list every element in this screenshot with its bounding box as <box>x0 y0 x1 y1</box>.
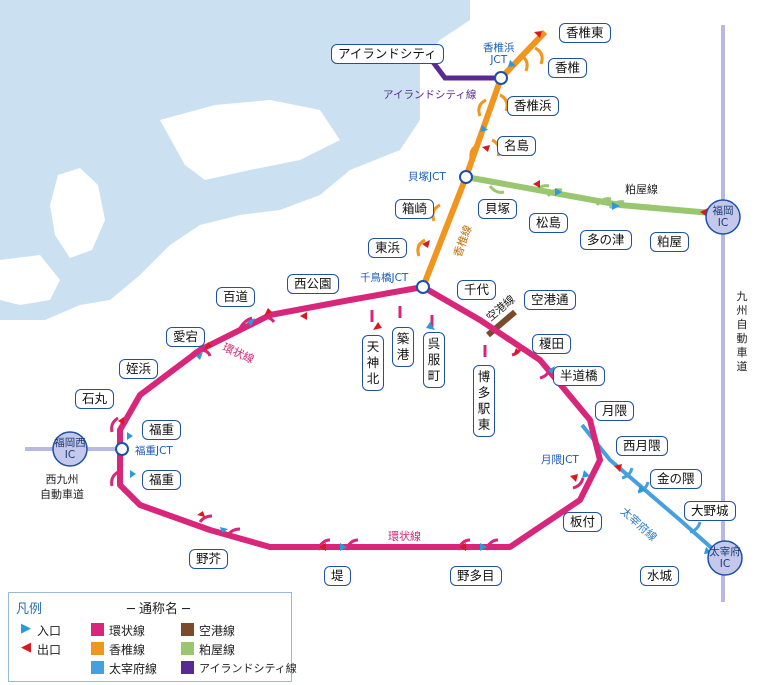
legend-swatch-island <box>181 661 194 674</box>
legend-swatch-kashii <box>91 642 104 655</box>
kyushu-expressway-label: 九州自動車道 <box>736 290 748 373</box>
ic-kashii-higashi[interactable]: 香椎東 <box>559 23 611 43</box>
fukuoka-ic: 福岡 IC <box>707 205 739 229</box>
legend-label-island: アイランドシティ線 <box>199 662 297 675</box>
ic-enokida[interactable]: 榎田 <box>532 334 572 354</box>
ic-nodes <box>52 199 743 576</box>
legend-swatch-dazaifu <box>91 661 104 674</box>
legend-label-loop: 環状線 <box>109 624 146 638</box>
ramp-stubs <box>110 306 585 551</box>
legend-swatch-loop <box>91 623 104 636</box>
legend-title: 凡例 <box>16 602 43 617</box>
dazaifu-ic: 太宰府 IC <box>707 546 743 570</box>
ic-kashiihama[interactable]: 香椎浜 <box>507 96 559 116</box>
ic-atago[interactable]: 愛宕 <box>166 327 206 347</box>
ic-kashii[interactable]: 香椎 <box>548 58 588 78</box>
ic-kaizuka[interactable]: 貝塚 <box>478 199 518 219</box>
reclaimed-land <box>0 255 60 305</box>
legend-label-airport: 空港線 <box>199 624 236 638</box>
fukuoka-nishi-ic: 福岡西 IC <box>52 437 88 461</box>
jct-chidoribashi: 千鳥橋JCT <box>360 272 409 284</box>
ic-kukoudori[interactable]: 空港通 <box>524 290 576 310</box>
ic-nishikoen[interactable]: 西公園 <box>287 274 339 294</box>
ic-kasuya[interactable]: 粕屋 <box>650 232 690 252</box>
ic-fukushige-south[interactable]: 福重 <box>142 470 182 490</box>
ic-chikko[interactable]: 築港 <box>392 327 414 367</box>
ic-tenjin-kita[interactable]: 天神北 <box>362 335 384 391</box>
land-peninsula <box>160 100 340 180</box>
legend-subtitle: ─ 通称名 ─ <box>127 602 190 617</box>
ic-tsutsumi[interactable]: 堤 <box>324 566 351 586</box>
jct-kaizuka: 貝塚JCT <box>408 171 446 183</box>
fukuoka-nishi-ic-label: 福岡西 IC <box>54 437 86 461</box>
legend-entry-label: 入口 <box>37 624 62 638</box>
ic-momochi[interactable]: 百道 <box>216 287 256 307</box>
ic-island-city[interactable]: アイランドシティ <box>331 44 444 64</box>
ic-higashihama[interactable]: 東浜 <box>368 238 408 258</box>
ic-mizuki[interactable]: 水城 <box>640 566 680 586</box>
ic-chiyo[interactable]: 千代 <box>457 280 497 300</box>
ic-kanenokuma[interactable]: 金の隈 <box>650 469 702 489</box>
legend-label-kasuya: 粕屋線 <box>199 643 236 657</box>
ic-gofukumachi[interactable]: 呉服町 <box>423 332 445 388</box>
ic-ishimaru[interactable]: 石丸 <box>75 389 115 409</box>
ic-meinohama[interactable]: 姪浜 <box>119 359 159 379</box>
jct-kashiihama: 香椎浜 JCT <box>483 42 515 66</box>
junction-nodes <box>115 71 508 456</box>
nishikyushu-expressway-label: 西九州 自動車道 <box>40 473 84 501</box>
ic-notame[interactable]: 野多目 <box>450 566 502 586</box>
ic-tanotsu[interactable]: 多の津 <box>580 230 632 250</box>
ic-itazuke[interactable]: 板付 <box>563 512 603 532</box>
ic-onojo[interactable]: 大野城 <box>684 501 736 521</box>
legend-swatch-airport <box>181 623 194 636</box>
legend: 凡例 ─ 通称名 ─ ▶ 入口 ◀ 出口 環状線 空港線 香椎線 粕屋線 太宰府… <box>8 592 297 682</box>
ic-hakozaki[interactable]: 箱崎 <box>395 199 435 219</box>
ic-tsukiguma-nishi[interactable]: 西月隈 <box>616 436 668 456</box>
jct-tsukiguma: 月隈JCT <box>541 454 579 466</box>
jct-fukushige: 福重JCT <box>135 445 173 457</box>
legend-label-kashii: 香椎線 <box>109 643 146 657</box>
kasuya-line <box>465 174 724 217</box>
island-nokonoshima <box>50 168 105 258</box>
loop-line <box>117 284 603 550</box>
fukuoka-ic-label: 福岡 IC <box>712 205 734 229</box>
dazaifu-ic-label: 太宰府 IC <box>709 546 741 570</box>
ic-matsushima[interactable]: 松島 <box>529 213 569 233</box>
kasuya-ramps <box>488 184 625 209</box>
kasuya-line-label: 粕屋線 <box>625 183 658 196</box>
entry-arrows <box>127 60 712 554</box>
ic-fukushige-north[interactable]: 福重 <box>142 420 182 440</box>
legend-swatch-kasuya <box>181 642 194 655</box>
legend-exit-label: 出口 <box>37 643 62 657</box>
island-city-line <box>428 56 501 81</box>
ic-tsukiguma[interactable]: 月隈 <box>595 401 635 421</box>
ic-noke[interactable]: 野芥 <box>189 549 229 569</box>
legend-label-dazaifu: 太宰府線 <box>109 662 158 676</box>
ic-handobashi[interactable]: 半道橋 <box>553 366 605 386</box>
ic-najima[interactable]: 名島 <box>497 136 537 156</box>
legend-exit-arrow-icon: ◀ <box>21 640 31 655</box>
legend-entry-arrow-icon: ▶ <box>21 621 31 636</box>
loop-line-label-south: 環状線 <box>388 530 421 543</box>
ic-hakata-eki-higashi[interactable]: 博多駅東 <box>473 365 495 437</box>
island-city-line-label: アイランドシティ線 <box>383 89 477 101</box>
exit-arrows <box>118 31 708 551</box>
